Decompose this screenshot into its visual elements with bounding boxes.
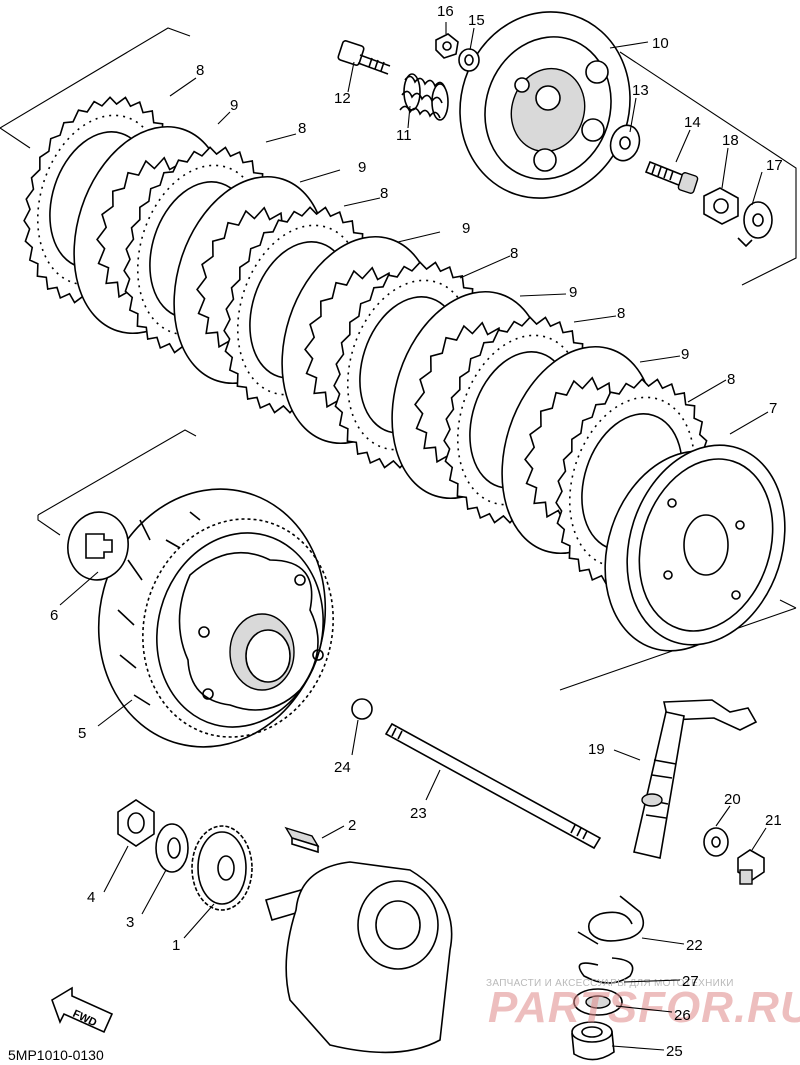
callout-2: 2 xyxy=(348,817,356,834)
clutch-bolt xyxy=(337,40,391,75)
pressure-plate xyxy=(459,11,631,199)
lock-washer-3 xyxy=(155,823,189,873)
callout-8-b: 8 xyxy=(298,120,306,137)
callout-4: 4 xyxy=(87,889,95,906)
callout-26: 26 xyxy=(674,1007,691,1024)
ball-24 xyxy=(351,698,373,720)
callout-13: 13 xyxy=(632,82,649,99)
primary-drive-gear-1 xyxy=(191,825,253,911)
clutch-housing xyxy=(97,488,334,748)
crankshaft xyxy=(265,861,453,1054)
callout-9-e: 9 xyxy=(681,346,689,363)
watermark-logo: PARTSFOR.RU xyxy=(488,983,800,1032)
nut-18 xyxy=(703,187,739,225)
callout-10: 10 xyxy=(652,35,669,52)
callout-17: 17 xyxy=(766,157,783,174)
callout-18: 18 xyxy=(722,132,739,149)
callout-9-b: 9 xyxy=(358,159,366,176)
callout-7: 7 xyxy=(769,400,777,417)
diagram-code: 5MP1010-0130 xyxy=(8,1047,104,1063)
callout-15: 15 xyxy=(468,12,485,29)
callout-16: 16 xyxy=(437,3,454,20)
washer-15 xyxy=(458,48,480,72)
callout-9-a: 9 xyxy=(230,97,238,114)
callout-20: 20 xyxy=(724,791,741,808)
callout-8-d: 8 xyxy=(510,245,518,262)
push-rod-14 xyxy=(644,160,699,194)
callout-8-a: 8 xyxy=(196,62,204,79)
callout-19: 19 xyxy=(588,741,605,758)
clutch-boss xyxy=(604,444,786,652)
callout-22: 22 xyxy=(686,937,703,954)
bearing-25 xyxy=(571,1021,615,1061)
lower-group-frame xyxy=(37,429,797,691)
nut-4 xyxy=(117,799,155,847)
callout-8-f: 8 xyxy=(727,371,735,388)
callout-labels: 16 15 10 12 11 13 14 18 17 8 9 8 9 8 9 8… xyxy=(50,3,783,1060)
push-rod-23 xyxy=(384,722,602,850)
callout-9-d: 9 xyxy=(569,284,577,301)
thrust-washer-6 xyxy=(67,511,129,581)
callout-23: 23 xyxy=(410,805,427,822)
callout-1: 1 xyxy=(172,937,180,954)
callout-8-e: 8 xyxy=(617,305,625,322)
circlip-27 xyxy=(578,957,634,984)
clutch-plate-stack xyxy=(23,96,786,652)
bolt-21 xyxy=(737,849,765,885)
callout-27: 27 xyxy=(682,973,699,990)
callout-6: 6 xyxy=(50,607,58,624)
leader-lines xyxy=(59,22,769,1051)
callout-3: 3 xyxy=(126,914,134,931)
lock-washer-17 xyxy=(737,201,773,248)
spring-22 xyxy=(577,895,645,945)
callout-8-c: 8 xyxy=(380,185,388,202)
oil-seal-26 xyxy=(573,988,623,1016)
clutch-spring xyxy=(399,73,449,121)
watermark-tagline: ЗАПЧАСТИ И АКСЕССУАРЫ ДЛЯ МОТОТЕХНИКИ xyxy=(486,978,734,989)
callout-14: 14 xyxy=(684,114,701,131)
fwd-arrow: FWD xyxy=(51,986,114,1034)
nut-16 xyxy=(435,33,459,59)
callout-24: 24 xyxy=(334,759,351,776)
callout-5: 5 xyxy=(78,725,86,742)
key-2 xyxy=(284,826,320,854)
callout-25: 25 xyxy=(666,1043,683,1060)
upper-group-frame xyxy=(0,27,797,286)
callout-12: 12 xyxy=(334,90,351,107)
push-lever-shaft xyxy=(633,699,758,859)
callout-21: 21 xyxy=(765,812,782,829)
washer-20 xyxy=(703,827,729,857)
callout-11: 11 xyxy=(396,127,412,144)
callout-9-c: 9 xyxy=(462,220,470,237)
